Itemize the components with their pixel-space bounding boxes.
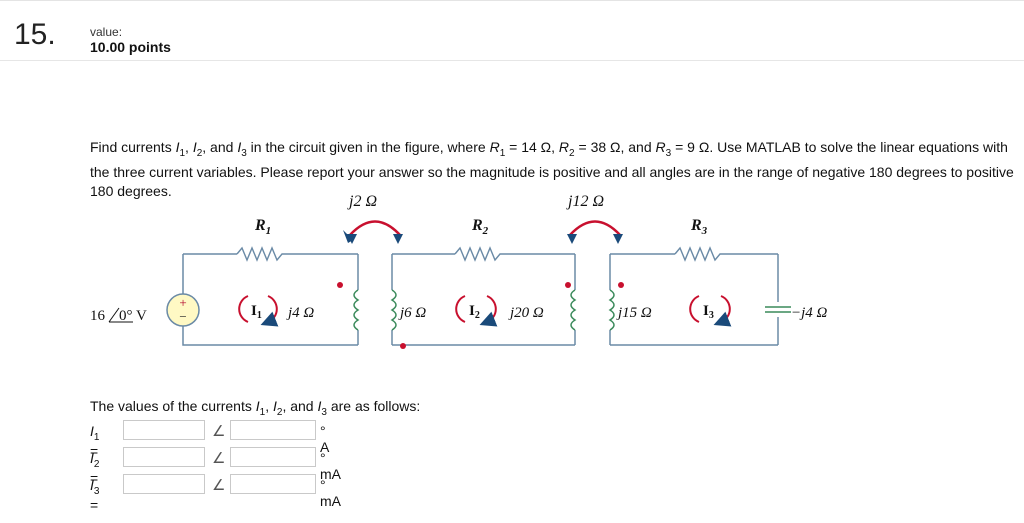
value-label: value: — [90, 25, 123, 39]
resistors — [236, 246, 725, 262]
r3-label: R3 — [690, 217, 708, 237]
circuit-wires — [182, 253, 779, 346]
polarity-dot — [565, 282, 571, 288]
polarity-dot — [400, 343, 406, 349]
polarity-dot — [618, 282, 624, 288]
i1-angle-input[interactable] — [230, 420, 316, 440]
header-divider — [0, 60, 1024, 61]
mesh-current-3: I3 — [703, 303, 714, 321]
coupling-arc-23 — [569, 220, 621, 236]
answers-intro: The values of the currents I1, I2, and I… — [90, 398, 421, 418]
angle-icon: ∠ — [212, 477, 226, 494]
source-plus: + — [179, 295, 186, 310]
r2-label: R2 — [471, 217, 489, 237]
question-number: 15. — [14, 18, 56, 51]
i2-magnitude-input[interactable] — [123, 447, 205, 467]
j2-label: j2 Ω — [347, 193, 377, 210]
i1-unit: ° A — [320, 423, 330, 455]
source-angle: 0° V — [119, 308, 147, 324]
i2-label: I2 = — [90, 450, 100, 486]
points-value: 10.00 points — [90, 39, 171, 55]
top-border — [0, 0, 1024, 1]
i1-label: I1 = — [90, 423, 100, 459]
inductor-coils — [353, 289, 615, 331]
question-text: Find currents I1, I2, and I3 in the circ… — [90, 139, 1014, 199]
mj4-label: −j4 Ω — [791, 305, 828, 321]
voltage-source — [166, 293, 200, 327]
i3-angle-input[interactable] — [230, 474, 316, 494]
circuit-figure: + − 16 0° V R1 R2 R3 j2 Ω j12 Ω j4 Ω j6 … — [85, 190, 865, 365]
j12-label: j12 Ω — [566, 193, 604, 210]
j6-label: j6 Ω — [398, 305, 426, 321]
polarity-dot — [337, 282, 343, 288]
i3-magnitude-input[interactable] — [123, 474, 205, 494]
angle-icon: ∠ — [212, 423, 226, 440]
r1-label: R1 — [254, 217, 271, 237]
i3-unit: ° mA — [320, 477, 341, 509]
j20-label: j20 Ω — [508, 305, 544, 321]
i3-label: I3 = — [90, 477, 100, 513]
j4-label: j4 Ω — [286, 305, 314, 321]
coupling-arc-12 — [349, 220, 401, 236]
source-minus: − — [179, 309, 186, 324]
source-magnitude: 16 — [90, 308, 106, 324]
mesh-current-2: I2 — [469, 303, 480, 321]
angle-icon: ∠ — [212, 450, 226, 467]
mesh-current-1: I1 — [251, 303, 262, 321]
j15-label: j15 Ω — [616, 305, 652, 321]
i1-magnitude-input[interactable] — [123, 420, 205, 440]
i2-unit: ° mA — [320, 450, 341, 482]
i2-angle-input[interactable] — [230, 447, 316, 467]
capacitor — [765, 306, 791, 313]
